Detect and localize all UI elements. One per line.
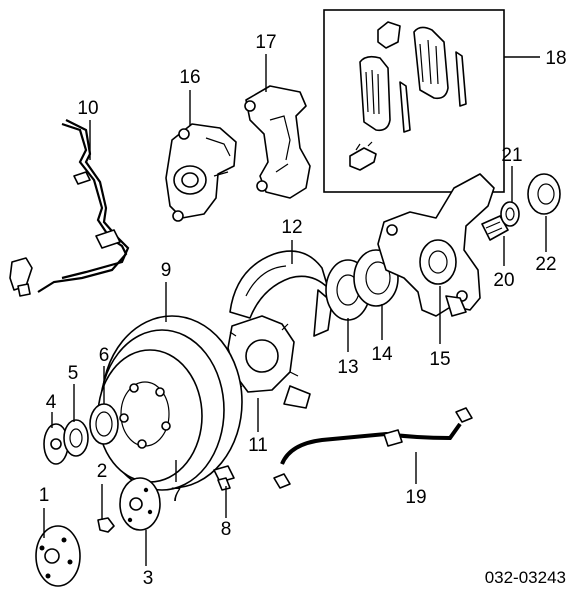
callout-3: 3	[143, 568, 154, 589]
part-17-caliper-bracket	[244, 85, 311, 199]
callout-7: 7	[171, 485, 182, 506]
callout-labels: 1 2 3 4 5 6 7 8 9 10 11 12 13 14 15 16 1…	[39, 32, 567, 589]
part-15-steering-knuckle	[377, 173, 495, 317]
callout-8: 8	[221, 519, 232, 540]
callout-14: 14	[371, 344, 393, 365]
part-3-flange-plate	[119, 477, 161, 531]
part-1-hub-flange	[35, 525, 81, 587]
part-4-5-6-hub-assembly	[43, 403, 119, 465]
callout-21: 21	[501, 145, 522, 166]
part-21-ring	[500, 201, 520, 227]
part-8-bolt	[213, 465, 235, 491]
callout-1: 1	[39, 485, 50, 506]
callout-13: 13	[337, 357, 358, 378]
part-20-bearing	[481, 215, 509, 241]
callout-9: 9	[161, 260, 172, 281]
callout-2: 2	[97, 461, 108, 482]
callout-5: 5	[68, 363, 79, 384]
leader-lines	[43, 54, 547, 566]
part-19-brake-hose	[273, 407, 473, 489]
callout-17: 17	[255, 32, 276, 53]
callout-19: 19	[405, 487, 426, 508]
callout-11: 11	[248, 435, 268, 456]
part-16-caliper	[165, 123, 237, 222]
callout-20: 20	[493, 270, 514, 291]
callout-15: 15	[429, 349, 450, 370]
part-11-backing-plate	[227, 315, 299, 393]
callout-10: 10	[77, 98, 98, 119]
part-22-seal	[527, 173, 561, 215]
callout-18: 18	[545, 48, 566, 69]
callout-16: 16	[179, 67, 200, 88]
part-18-brake-pad-set	[323, 9, 505, 193]
part-12-splash-shield	[229, 250, 333, 409]
diagram-code: 032-03243	[485, 568, 566, 587]
part-10-abs-sensor-harness	[9, 119, 130, 297]
part-9-brake-rotor	[97, 315, 243, 491]
callout-22: 22	[535, 254, 556, 275]
callout-12: 12	[281, 217, 302, 238]
part-2-clip	[97, 517, 115, 533]
callout-6: 6	[99, 345, 110, 366]
callout-4: 4	[46, 392, 57, 413]
